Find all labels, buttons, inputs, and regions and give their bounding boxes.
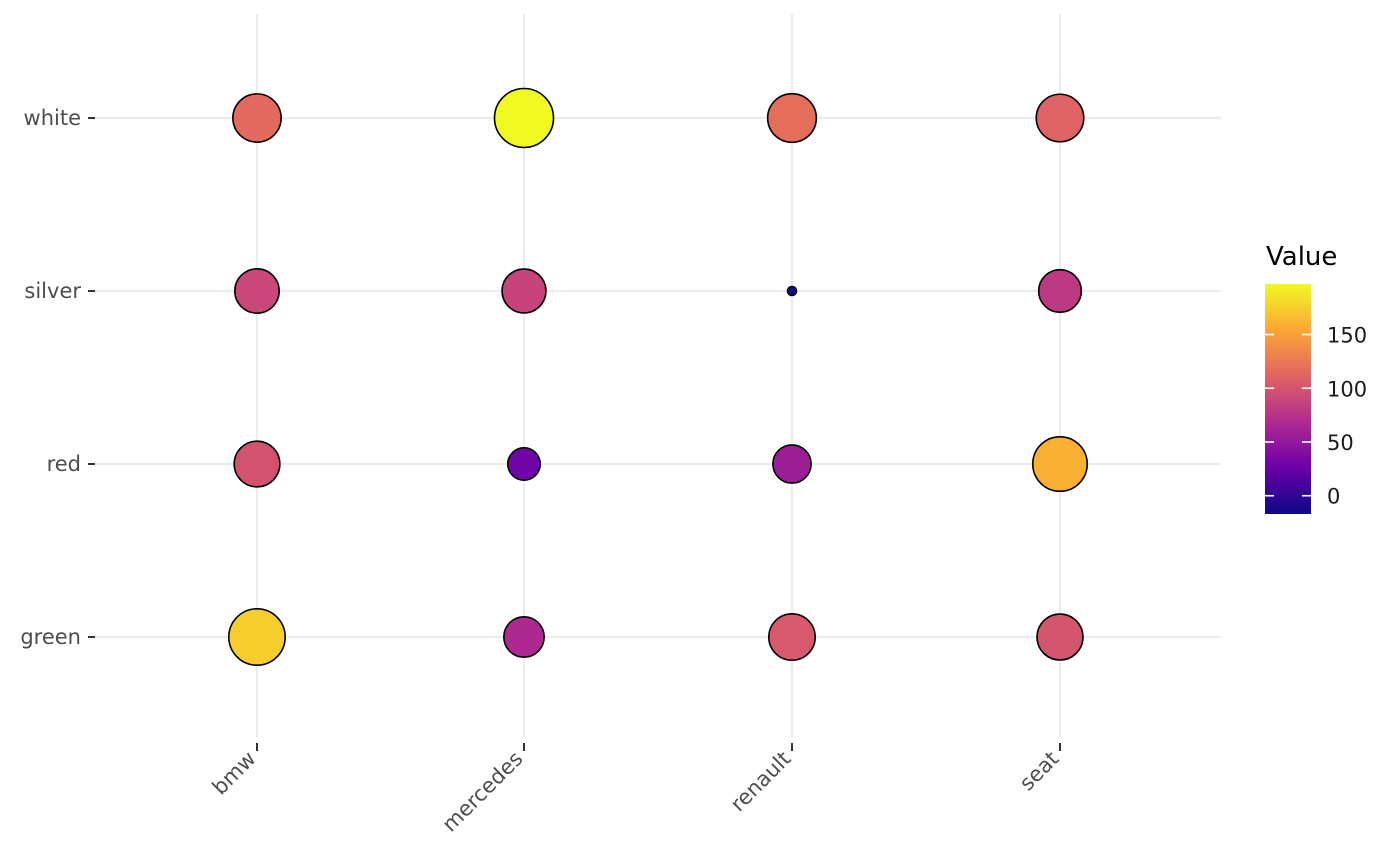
data-point [232,93,282,143]
data-point [1031,435,1089,493]
y-axis-label: red [47,452,81,476]
data-point [501,268,547,314]
legend-color-bar [1265,284,1311,514]
data-point [493,87,555,149]
data-point [506,446,542,482]
legend-tick-label: 150 [1327,324,1367,348]
y-axis-label: green [20,625,81,649]
x-axis-label: bmw [208,747,261,800]
data-point [767,612,817,662]
data-point [1037,268,1083,314]
data-point [503,616,545,658]
data-point [766,92,818,144]
data-point [772,444,812,484]
legend-title: Value [1266,242,1337,272]
data-point [234,268,280,314]
legend-ticks: 0 50 100 150 [1265,324,1367,509]
x-axis-label: seat [1015,747,1064,796]
y-axis-label: silver [24,279,81,303]
data-point [233,440,281,488]
x-axis-label: mercedes [438,747,528,837]
legend-tick-label: 100 [1327,377,1367,401]
legend-tick-label: 50 [1327,431,1354,455]
axis-ticks [88,117,1061,751]
y-axis-label: white [24,106,81,130]
data-point [786,285,798,297]
data-point [228,608,286,666]
color-legend: Value 0 50 100 150 [1265,242,1367,514]
y-axis-labels: green red silver white [20,106,81,649]
data-points [228,87,1089,666]
x-axis-labels: bmw mercedes renault seat [208,747,1064,837]
data-point [1036,613,1084,661]
x-axis-label: renault [726,747,796,817]
legend-tick-label: 0 [1327,485,1340,509]
data-point [1035,93,1085,143]
